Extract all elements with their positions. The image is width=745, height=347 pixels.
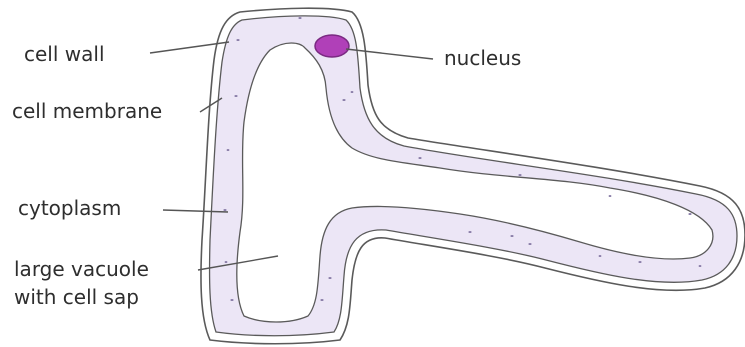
cell-wall-label: cell wall: [24, 41, 105, 67]
vacuole-label-line2: with cell sap: [14, 284, 139, 310]
granule: [320, 299, 323, 301]
granule: [223, 209, 226, 211]
granule: [609, 195, 612, 197]
granule: [234, 95, 237, 97]
granule: [528, 243, 531, 245]
granule: [227, 149, 230, 151]
granule: [342, 99, 345, 101]
granule: [328, 277, 331, 279]
nucleus: [315, 35, 349, 57]
granule: [298, 17, 301, 19]
granule: [510, 235, 513, 237]
granule: [699, 265, 702, 267]
nucleus-label: nucleus: [444, 45, 521, 71]
granule: [688, 213, 691, 215]
granule: [418, 157, 421, 159]
granule: [468, 231, 471, 233]
granule: [518, 174, 521, 176]
granule: [236, 39, 239, 41]
granule: [225, 261, 228, 263]
cytoplasm-label: cytoplasm: [18, 195, 121, 221]
vacuole-label-line1: large vacuole: [14, 256, 149, 282]
granule: [599, 255, 602, 257]
granule: [230, 299, 233, 301]
granule: [351, 91, 354, 93]
cell-membrane-label: cell membrane: [12, 98, 162, 124]
granule: [638, 261, 641, 263]
